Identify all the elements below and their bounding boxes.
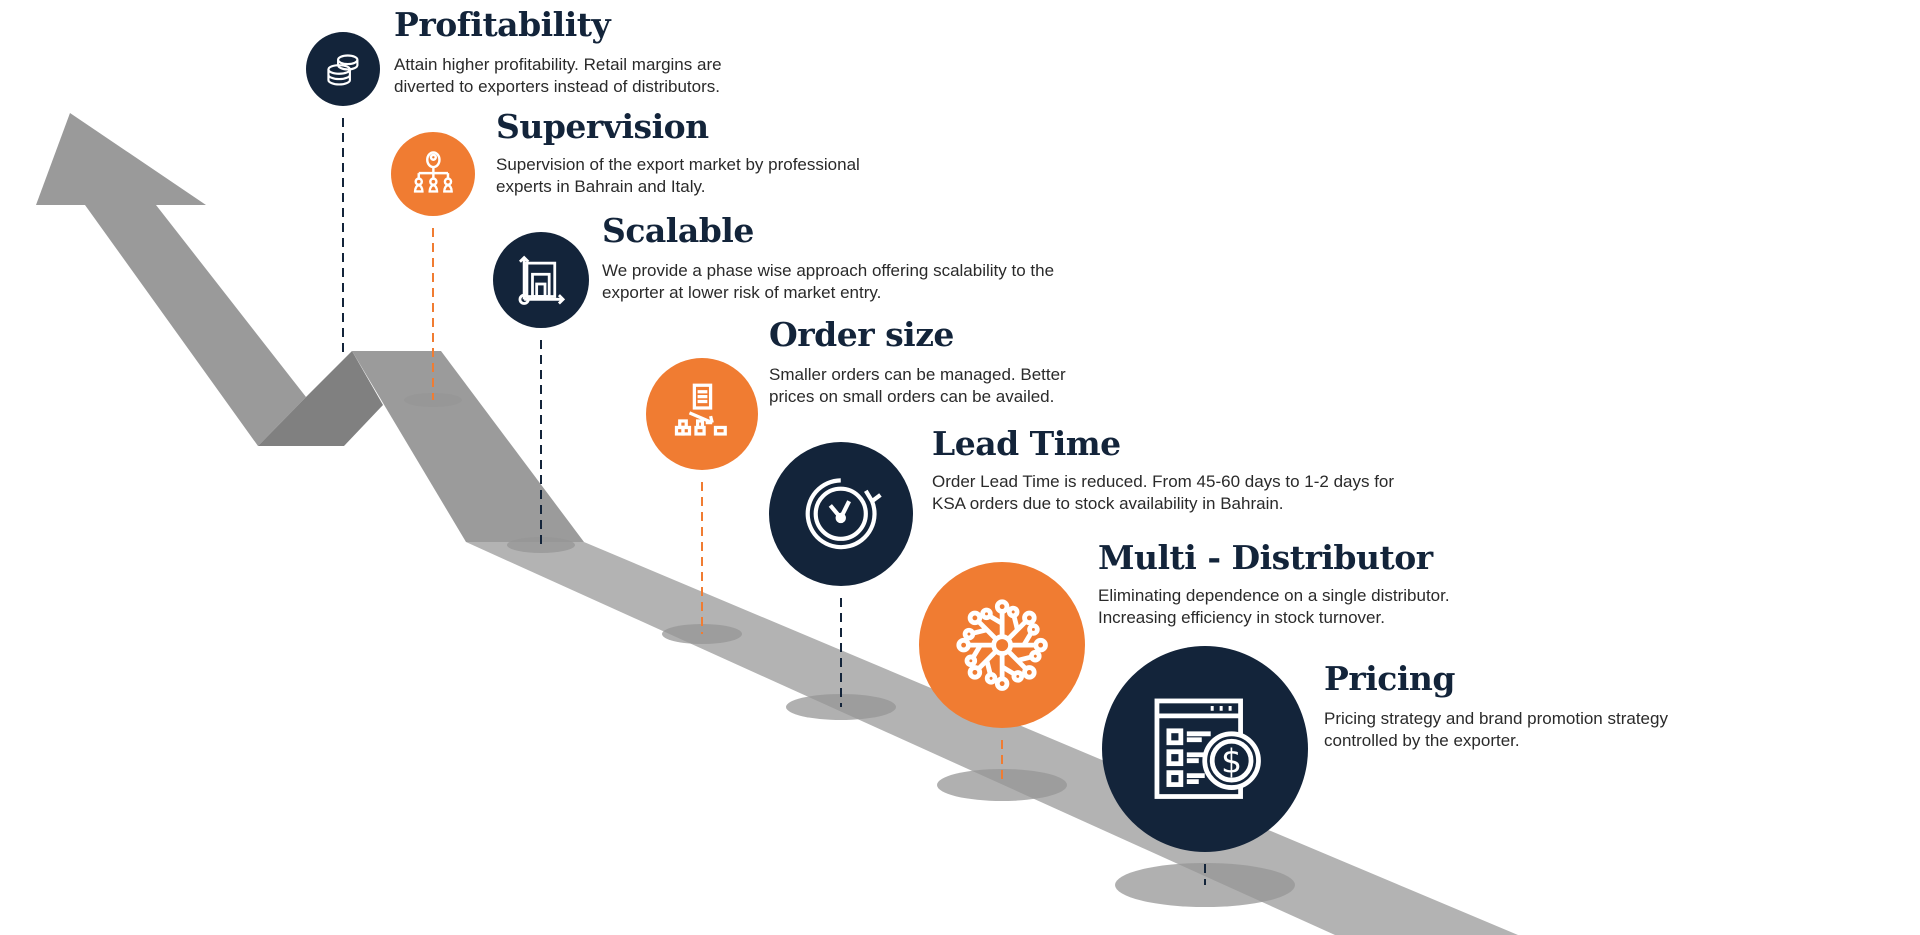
arrow-fold xyxy=(258,351,383,446)
pricing-title: Pricing xyxy=(1324,659,1455,698)
scalable-title: Scalable xyxy=(602,211,754,250)
clock-icon xyxy=(769,442,913,586)
scalable-shadow xyxy=(507,537,575,553)
scalable-badge xyxy=(493,232,589,328)
network-icon xyxy=(919,562,1085,728)
description-line: Order Lead Time is reduced. From 45-60 d… xyxy=(932,472,1395,491)
description-line: Pricing strategy and brand promotion str… xyxy=(1324,709,1668,728)
profitability-title: Profitability xyxy=(394,5,611,44)
hierarchy-icon xyxy=(391,132,475,216)
coins-icon xyxy=(306,32,380,106)
order-size-title: Order size xyxy=(769,315,954,354)
multi-distributor-title: Multi - Distributor xyxy=(1098,538,1433,577)
lead-time-title: Lead Time xyxy=(932,424,1121,463)
order-size-description: Smaller orders can be managed. Better pri… xyxy=(769,364,1066,408)
description-line: prices on small orders can be availed. xyxy=(769,387,1055,406)
description-line: exporter at lower risk of market entry. xyxy=(602,283,882,302)
description-line: KSA orders due to stock availability in … xyxy=(932,494,1284,513)
description-line: diverted to exporters instead of distrib… xyxy=(394,77,720,96)
profitability-badge xyxy=(306,32,380,106)
description-line: controlled by the exporter. xyxy=(1324,731,1520,750)
pricing-description: Pricing strategy and brand promotion str… xyxy=(1324,708,1668,752)
description-line: Smaller orders can be managed. Better xyxy=(769,365,1066,384)
multi-distributor-shadow xyxy=(937,769,1067,801)
pricing-badge: $ xyxy=(1102,646,1308,852)
description-line: Attain higher profitability. Retail marg… xyxy=(394,55,722,74)
lead-time-badge xyxy=(769,442,913,586)
description-line: Supervision of the export market by prof… xyxy=(496,155,860,174)
arrow-shaft xyxy=(85,205,306,446)
description-line: Eliminating dependence on a single distr… xyxy=(1098,586,1450,605)
lead-time-description: Order Lead Time is reduced. From 45-60 d… xyxy=(932,471,1394,515)
arrow-ribbon xyxy=(352,351,584,542)
supervision-badge xyxy=(391,132,475,216)
supervision-description: Supervision of the export market by prof… xyxy=(496,154,860,198)
scale-chart-icon xyxy=(493,232,589,328)
description-line: experts in Bahrain and Italy. xyxy=(496,177,706,196)
order-boxes-icon xyxy=(646,358,758,470)
order-size-badge xyxy=(646,358,758,470)
price-list-icon: $ xyxy=(1102,646,1308,852)
supervision-title: Supervision xyxy=(496,107,709,146)
arrow-head xyxy=(36,113,206,205)
multi-distributor-description: Eliminating dependence on a single distr… xyxy=(1098,585,1450,629)
profitability-description: Attain higher profitability. Retail marg… xyxy=(394,54,722,98)
scalable-description: We provide a phase wise approach offerin… xyxy=(602,260,1054,304)
description-line: We provide a phase wise approach offerin… xyxy=(602,261,1055,280)
multi-distributor-badge xyxy=(919,562,1085,728)
svg-text:$: $ xyxy=(1221,743,1242,781)
description-line: Increasing efficiency in stock turnover. xyxy=(1098,608,1385,627)
